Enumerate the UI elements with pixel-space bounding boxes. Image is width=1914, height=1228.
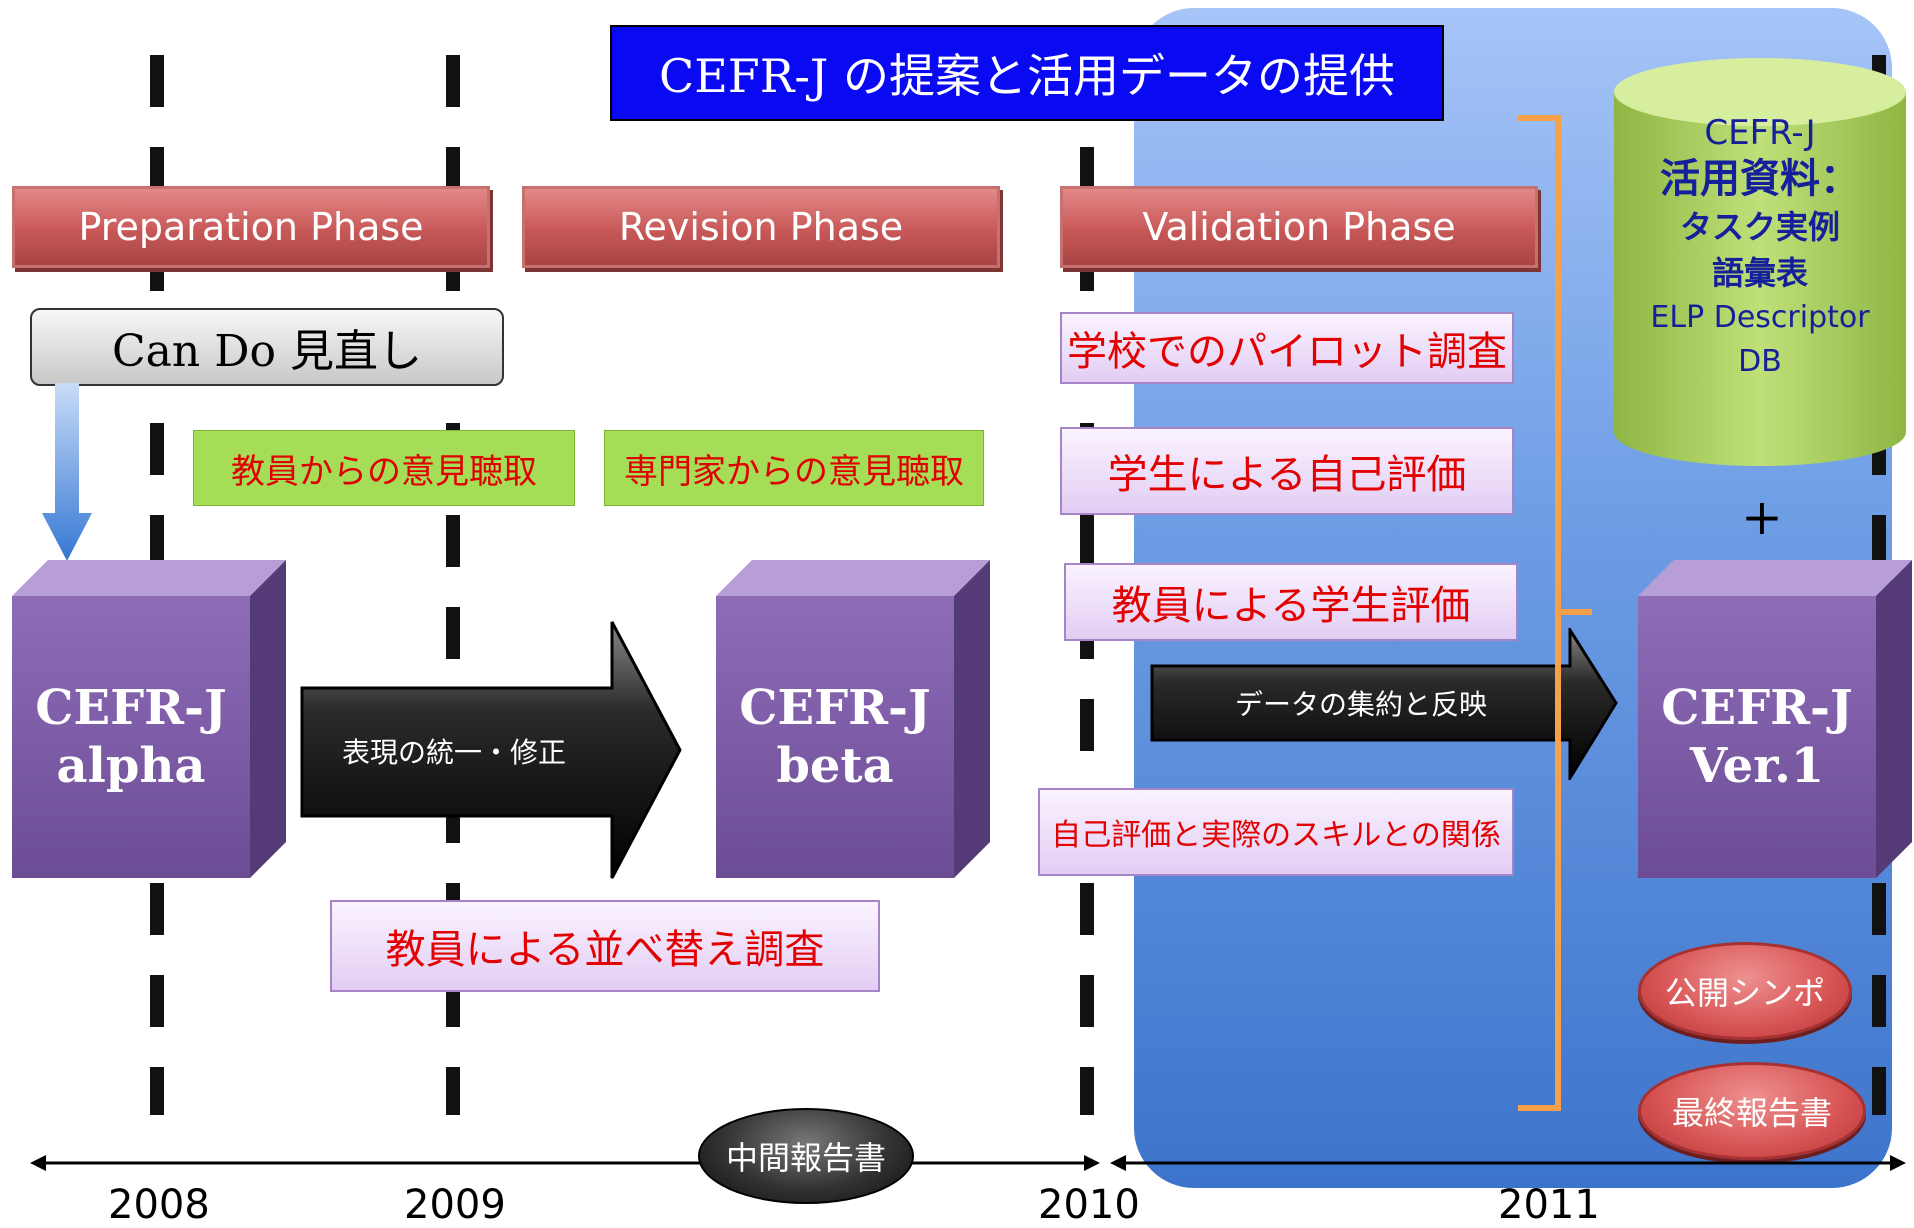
resources-line6: DB xyxy=(1738,344,1782,379)
survey-relation: 自己評価と実際のスキルとの関係 xyxy=(1038,788,1514,876)
cube-beta-line2: beta xyxy=(776,738,894,794)
hearing-teachers: 教員からの意見聴取 xyxy=(193,430,575,506)
resources-line3: タスク実例 xyxy=(1679,208,1840,246)
cube-alpha: CEFR-J alpha xyxy=(12,596,250,878)
aggregate-arrow-shape xyxy=(1150,628,1618,780)
year-label-2011: 2011 xyxy=(1498,1182,1600,1228)
resources-text: CEFR-J 活用資料： タスク実例 語彙表 ELP Descriptor DB xyxy=(1614,112,1906,384)
cube-beta-line1: CEFR-J xyxy=(739,680,931,736)
cando-review-box: Can Do 見直し xyxy=(30,308,504,386)
year-label-2010: 2010 xyxy=(1038,1182,1140,1228)
cube-alpha-line2: alpha xyxy=(56,738,206,794)
cube-ver1-line2: Ver.1 xyxy=(1689,738,1825,794)
down-arrow-icon xyxy=(42,383,92,561)
final-report-badge: 最終報告書 xyxy=(1638,1062,1866,1160)
page-title: CEFR-J の提案と活用データの提供 xyxy=(610,25,1444,121)
survey-self-eval: 学生による自己評価 xyxy=(1060,427,1514,515)
orange-bracket xyxy=(1518,115,1592,1111)
phase-preparation: Preparation Phase xyxy=(12,186,490,268)
year-label-2008: 2008 xyxy=(108,1182,210,1228)
cube-alpha-line1: CEFR-J xyxy=(35,680,227,736)
cube-beta: CEFR-J beta xyxy=(716,596,954,878)
unify-arrow-label: 表現の統一・修正 xyxy=(341,736,566,769)
resources-line1: CEFR-J xyxy=(1704,113,1816,153)
timeline-axis xyxy=(30,1155,1906,1171)
aggregate-arrow-label: データの集約と反映 xyxy=(1234,688,1487,721)
phase-revision: Revision Phase xyxy=(522,186,1000,268)
resources-line5: ELP Descriptor xyxy=(1650,300,1870,335)
phase-validation: Validation Phase xyxy=(1060,186,1538,268)
public-symposium-badge: 公開シンポ xyxy=(1638,942,1852,1040)
resources-line4: 語彙表 xyxy=(1711,254,1808,292)
unify-arrow-shape xyxy=(300,621,682,879)
survey-pilot: 学校でのパイロット調査 xyxy=(1060,312,1514,384)
plus-sign: + xyxy=(1741,488,1783,546)
interim-report-badge: 中間報告書 xyxy=(698,1108,914,1204)
hearing-experts: 専門家からの意見聴取 xyxy=(604,430,984,506)
survey-teacher-eval: 教員による学生評価 xyxy=(1064,563,1518,641)
sort-survey-box: 教員による並べ替え調査 xyxy=(330,900,880,992)
resources-cylinder xyxy=(1614,58,1906,466)
year-label-2009: 2009 xyxy=(404,1182,506,1228)
cube-ver1-line1: CEFR-J xyxy=(1661,680,1853,736)
resources-line2: 活用資料： xyxy=(1660,156,1860,202)
cube-ver1: CEFR-J Ver.1 xyxy=(1638,596,1876,878)
